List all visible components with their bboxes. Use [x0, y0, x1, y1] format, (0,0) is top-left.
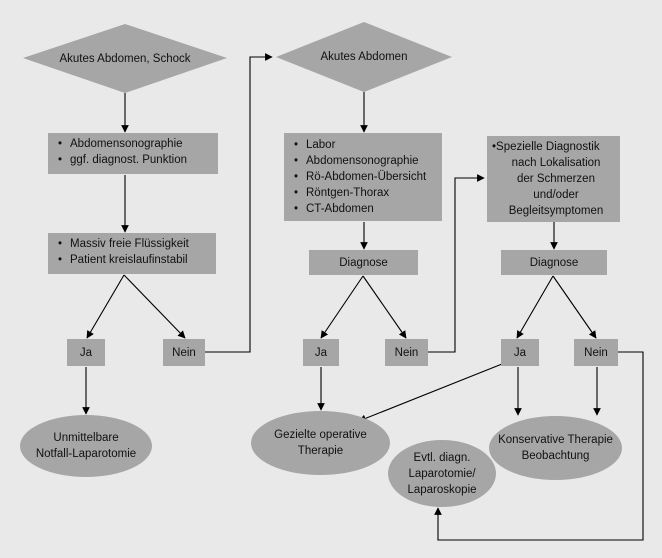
arrow-diagnose3-to-nein: [552, 275, 597, 339]
box-ja-2: Ja: [303, 339, 339, 366]
box-diagnose-3: Diagnose: [501, 250, 607, 275]
box-diagnose-2: Diagnose: [309, 250, 418, 275]
diamond-label-akutes: Akutes Abdomen: [320, 51, 408, 63]
box-abdomensonographie: Abdomensonographie ggf. diagnost. Punkti…: [48, 133, 218, 174]
list-item: Rö-Abdomen-Übersicht: [292, 169, 442, 185]
ellipse-text-line: Notfall-Laparotomie: [35, 448, 137, 460]
list-item: Massiv freie Flüssigkeit: [56, 236, 216, 252]
box-ja-1: Ja: [67, 339, 105, 366]
arrow-befund-to-ja: [86, 274, 125, 339]
ellipse-text-line: Laparotomie/: [408, 467, 476, 480]
list-item: Abdomensonographie: [292, 153, 442, 169]
ellipse-text-line: Laparoskopie: [407, 483, 477, 496]
arrow-nein-to-akutes: [205, 53, 273, 353]
ellipse-notfall-laparotomie: Unmittelbare Notfall-Laparotomie: [20, 415, 152, 477]
list-item: CT-Abdomen: [292, 201, 442, 217]
ellipse-text-line: Beobachtung: [521, 450, 590, 462]
arrow-nein-to-spezielle: [428, 174, 485, 353]
box-massiv-freie-fluessigkeit: Massiv freie Flüssigkeit Patient kreisla…: [48, 233, 216, 274]
arrow-nein3-to-evtl: [434, 351, 644, 541]
spezielle-line: Begleitsymptomen: [508, 205, 604, 217]
arrow-ja3-to-gezielte: [358, 363, 503, 423]
arrow-diagnose-to-ja: [320, 275, 364, 339]
ellipse-text-line: Unmittelbare: [53, 432, 119, 444]
spezielle-line: nach Lokalisation: [511, 157, 601, 169]
ellipse-konservative-therapie: Konservative Therapie Beobachtung: [489, 416, 622, 480]
diamond-label-akutes-schock: Akutes Abdomen, Schock: [59, 53, 191, 65]
ellipse-text-line: Therapie: [297, 445, 344, 457]
list-item: Röntgen-Thorax: [292, 185, 442, 201]
box-nein-2: Nein: [385, 339, 428, 366]
box-spezielle-diagnostik: •Spezielle Diagnostik nach Lokalisation …: [487, 136, 620, 222]
ellipse-text-line: Gezielte operative: [274, 429, 367, 441]
spezielle-line: der Schmerzen: [517, 173, 595, 185]
list-item: ggf. diagnost. Punktion: [56, 152, 218, 168]
arrow-diagnose-to-nein: [362, 275, 407, 339]
box-labor-diagnostik: Labor Abdomensonographie Rö-Abdomen-Über…: [284, 133, 442, 221]
spezielle-line: und/oder: [533, 189, 579, 201]
list-item: Abdomensonographie: [56, 136, 218, 152]
ellipse-text-line: Evtl. diagn.: [413, 451, 471, 464]
spezielle-line-first: •Spezielle Diagnostik: [492, 141, 600, 153]
box-nein-3: Nein: [574, 339, 618, 366]
decision-diamond-akutes: [276, 22, 452, 92]
ellipse-evtl-laparotomie: Evtl. diagn. Laparotomie/ Laparoskopie: [388, 440, 496, 507]
box-ja-3: Ja: [501, 339, 539, 366]
box-nein-1: Nein: [163, 339, 205, 366]
arrow-diagnose3-to-ja: [516, 275, 554, 339]
ellipse-gezielte-operative-therapie: Gezielte operative Therapie: [251, 411, 390, 475]
decision-diamond-akutes-schock: [23, 24, 227, 93]
list-item: Labor: [292, 137, 442, 153]
ellipse-text-line: Konservative Therapie: [498, 434, 613, 446]
list-item: Patient kreislaufinstabil: [56, 252, 216, 268]
arrow-befund-to-nein: [123, 274, 186, 339]
